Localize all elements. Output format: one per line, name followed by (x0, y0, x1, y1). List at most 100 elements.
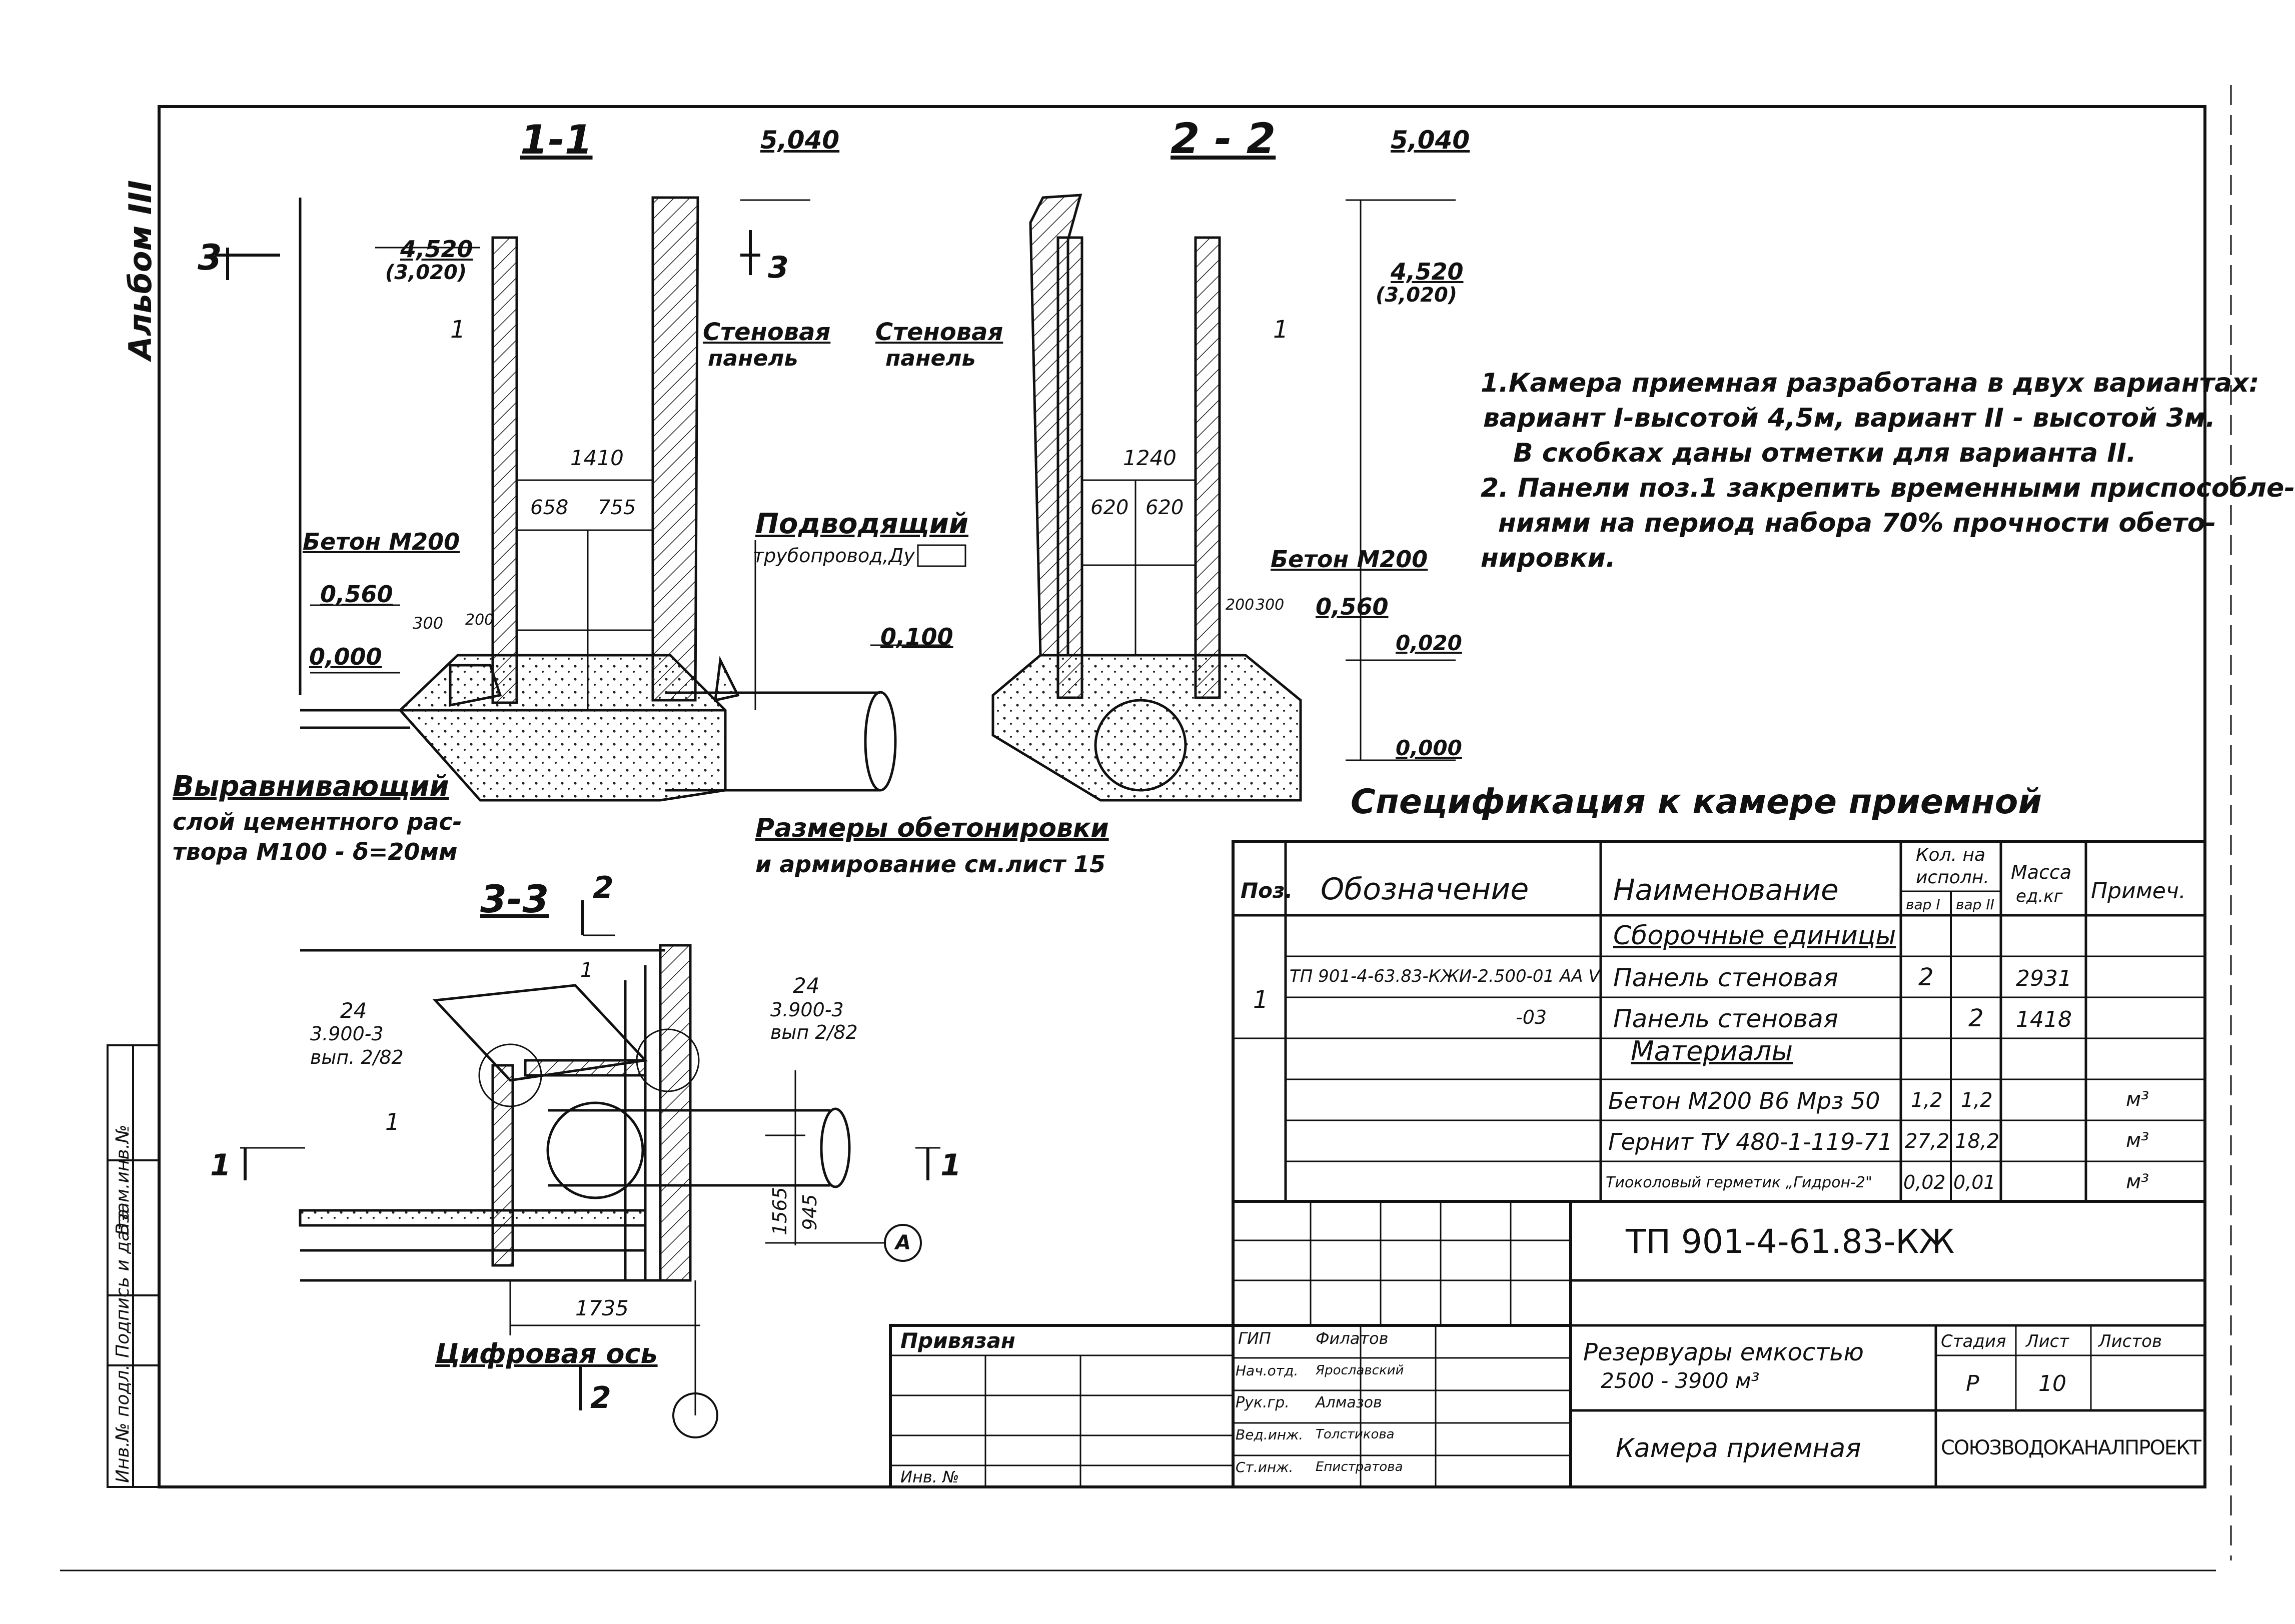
role-3-name: Толстикова (1316, 1427, 1395, 1442)
s11-elev-0100: 0,100 (880, 623, 953, 650)
spec-row-6-v1: 0,02 (1903, 1171, 1946, 1193)
spec-row-4-name: Бетон М200 В6 Мрз 50 (1608, 1087, 1880, 1114)
spec-h-qty-1: Кол. на (1916, 845, 1986, 865)
spec-row-2-designation: -03 (1516, 1006, 1547, 1028)
s33-ref-left-1: 24 (340, 998, 367, 1023)
spec-h-designation: Обозначение (1321, 872, 1529, 907)
s22-wall-panel-2: панель (885, 346, 976, 371)
s11-elev-1: 4,520 (400, 236, 473, 263)
s22-wall-panel-1: Стеновая (875, 318, 1003, 346)
role-4-name: Епистратова (1316, 1459, 1403, 1474)
s33-digital-axis: Цифровая ось (435, 1338, 658, 1369)
s11-elev-0560: 0,560 (320, 581, 393, 608)
spec-table-lines (1232, 840, 2206, 1203)
s33-ref-right-2: 3.900-3 (770, 999, 844, 1021)
s33-pos-1b: 1 (385, 1108, 400, 1135)
s22-elev-0000: 0,000 (1396, 736, 1462, 760)
notes-line-6: нировки. (1481, 543, 1616, 573)
spec-row-2-mass: 1418 (2016, 1007, 2072, 1032)
object-name-1: Резервуары емкостью (1583, 1338, 1864, 1366)
s33-ref-right-3: вып 2/82 (770, 1021, 858, 1043)
s22-elev-0560: 0,560 (1316, 593, 1389, 620)
spec-row-1-v1: 2 (1918, 963, 1934, 991)
s33-dim-1565: 1565 (769, 1187, 791, 1235)
s22-dim-620b: 620 (1145, 496, 1184, 519)
s11-concreting-2: и армирование см.лист 15 (755, 851, 1106, 878)
notes-line-4: 2. Панели поз.1 закрепить временными при… (1481, 473, 2295, 503)
s33-ref-left-3: вып. 2/82 (310, 1046, 404, 1068)
sheets-header: Листов (2098, 1331, 2162, 1351)
s33-ref-right-1: 24 (793, 973, 820, 998)
s22-pos-1: 1 (1273, 316, 1289, 344)
spec-row-6-note: м³ (2126, 1170, 2149, 1193)
spec-row-1-pos: 1 (1253, 986, 1269, 1014)
spec-h-var1: вар I (1906, 896, 1940, 913)
spec-row-5-v2: 18,2 (1955, 1130, 2000, 1153)
s22-elev-1-alt: (3,020) (1376, 284, 1458, 307)
spec-row-1-designation: ТП 901-4-63.83-КЖИ-2.500-01 АА V (1290, 966, 1600, 986)
role-4: Ст.инж. (1236, 1459, 1294, 1475)
s11-supply-pipe-2: трубопровод,Ду (753, 545, 915, 567)
s11-pos-1: 1 (450, 316, 466, 344)
s11-elev-top: 5,040 (760, 126, 840, 155)
s22-elev-top: 5,040 (1391, 126, 1470, 155)
object-name-2: 2500 - 3900 м³ (1601, 1368, 1760, 1393)
spec-row-6-name: Тиоколовый герметик „Гидрон-2" (1606, 1174, 1872, 1191)
spec-row-4-v1: 1,2 (1911, 1089, 1943, 1112)
inv-no: Инв. № (900, 1467, 959, 1486)
title-block-lines (889, 1201, 2205, 1488)
s33-cut-2-top: 2 (593, 870, 614, 905)
doc-code: ТП 901-4-61.83-КЖ (1626, 1222, 1955, 1261)
s22-elev-0020: 0,020 (1396, 631, 1462, 655)
role-2: Рук.гр. (1236, 1394, 1290, 1411)
spec-row-5-v1: 27,2 (1905, 1130, 1950, 1153)
s11-cut-3-right: 3 (768, 250, 789, 285)
spec-row-5-note: м³ (2126, 1129, 2149, 1152)
spec-row-4-v2: 1,2 (1961, 1089, 1993, 1112)
s11-concrete: Бетон М200 (303, 528, 460, 555)
s33-cut-2-bottom: 2 (590, 1380, 611, 1415)
album-label: Альбом III (122, 180, 159, 360)
privyazan: Привязан (900, 1328, 1015, 1353)
spec-h-var2: вар II (1956, 896, 1994, 913)
s22-dim-620a: 620 (1090, 496, 1129, 519)
s11-supply-pipe-1: Подводящий (755, 508, 969, 540)
spec-row-1-mass: 2931 (2016, 966, 2072, 991)
role-3: Вед.инж. (1236, 1426, 1304, 1443)
s11-leveling-2: слой цементного рас- (173, 808, 462, 835)
section-2-2-title: 2 - 2 (1171, 114, 1276, 163)
section-3-3-title: 3-3 (480, 877, 549, 921)
s11-elev-1-alt: (3,020) (385, 261, 467, 284)
spec-row-2-v2: 2 (1968, 1004, 1984, 1032)
spec-h-note: Примеч. (2091, 878, 2186, 904)
sheet-value: 10 (2038, 1371, 2066, 1396)
spec-row-2-name: Панель стеновая (1613, 1004, 1838, 1033)
role-0: ГИП (1238, 1329, 1271, 1348)
spec-h-mass-1: Масса (2011, 861, 2072, 883)
role-0-name: Филатов (1316, 1329, 1389, 1348)
s33-axis-letter: А (895, 1231, 911, 1254)
s33-cut-1-left: 1 (210, 1148, 231, 1183)
s11-cut-3-left: 3 (198, 237, 222, 278)
s11-dim-300: 300 (413, 614, 444, 633)
side-stamp (107, 1044, 160, 1488)
spec-title: Спецификация к камере приемной (1351, 782, 2042, 822)
spec-row-5-name: Гернит ТУ 480-1-119-71 (1608, 1128, 1893, 1155)
spec-h-pos: Поз. (1241, 878, 1293, 903)
sheet-header: Лист (2026, 1331, 2069, 1351)
spec-row-3-name: Материалы (1631, 1035, 1793, 1067)
s11-elev-0000: 0,000 (309, 643, 382, 670)
notes-line-2: вариант I-высотой 4,5м, вариант II - выс… (1483, 403, 2215, 433)
section-3-3-drawing (240, 900, 940, 1438)
spec-row-6-v2: 0,01 (1953, 1171, 1996, 1193)
s11-concreting-1: Размеры обетонировки (755, 813, 1109, 843)
side-stamp-inv: Инв.№ подл. (113, 1364, 133, 1483)
section-1-1-drawing (215, 196, 966, 802)
role-1: Нач.отд. (1236, 1362, 1299, 1379)
spec-row-1-name: Панель стеновая (1613, 963, 1838, 992)
org-name: СОЮЗВОДОКАНАЛПРОЕКТ (1941, 1436, 2201, 1459)
s33-ref-left-2: 3.900-3 (310, 1023, 384, 1045)
s11-leveling-3: твора М100 - δ=20мм (173, 838, 458, 865)
role-1-name: Ярославский (1316, 1363, 1404, 1378)
s33-dim-945: 945 (799, 1194, 821, 1230)
